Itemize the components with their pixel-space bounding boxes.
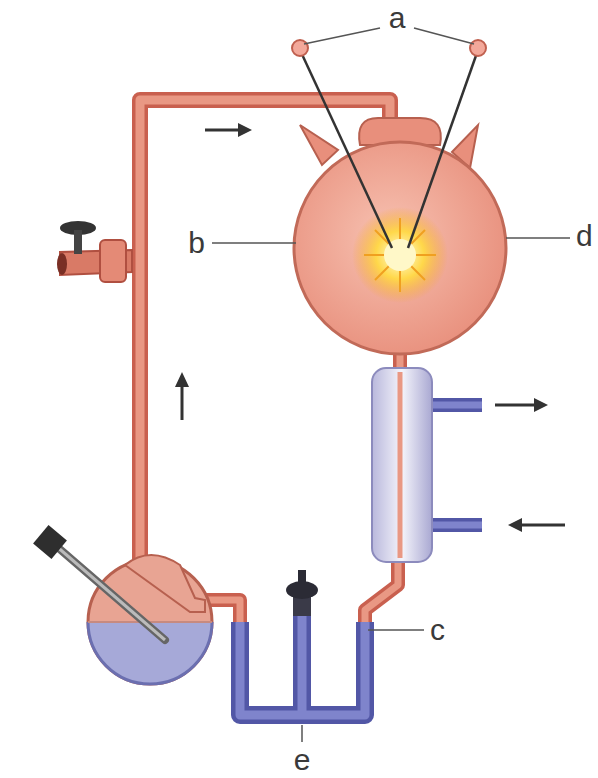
electrodes	[292, 40, 486, 248]
heater-rod	[33, 525, 165, 640]
stopcock	[57, 221, 132, 282]
leader-lines	[212, 28, 570, 742]
condenser	[372, 368, 482, 562]
u-trap	[240, 615, 365, 715]
callout-letter: e	[294, 745, 311, 775]
callout-letter: b	[188, 228, 205, 258]
callout-letter: c	[430, 615, 445, 645]
boiling-flask	[88, 555, 212, 684]
reaction-flask	[294, 118, 506, 354]
flow-arrows	[175, 123, 565, 532]
trap-valve	[286, 570, 318, 616]
callout-letter: a	[389, 3, 406, 33]
callout-letter: d	[576, 221, 593, 251]
